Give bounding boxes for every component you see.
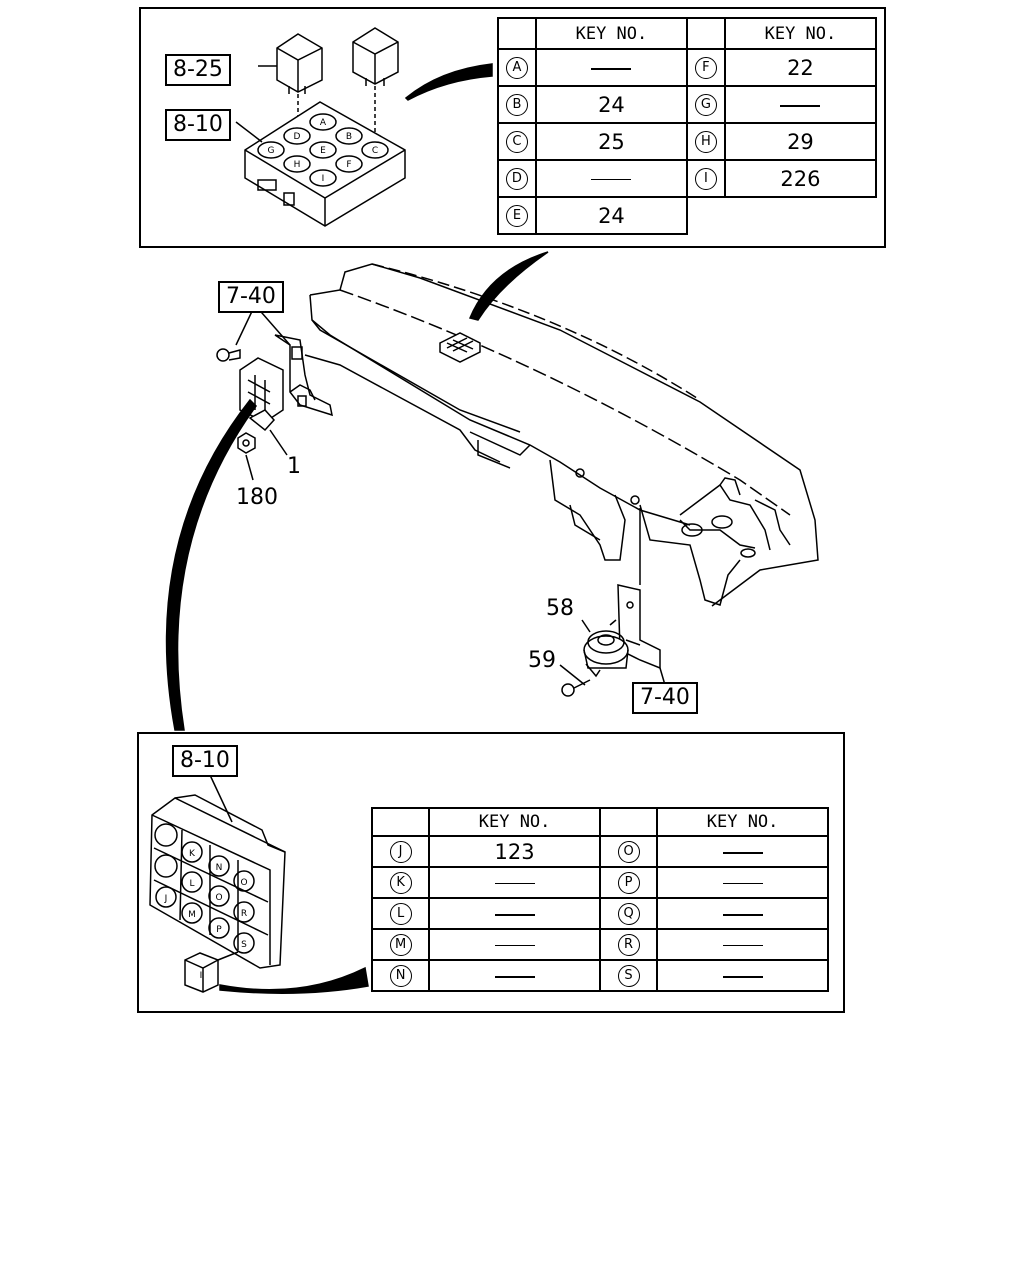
key-value-cell — [428, 959, 601, 992]
letter-circle: N — [389, 965, 412, 987]
relay-icon-right — [352, 27, 399, 86]
relay-icon-left — [276, 33, 323, 94]
svg-text:R: R — [241, 909, 247, 919]
letter-circle: O — [617, 841, 640, 863]
ref-8-10-bottom: 8-10 — [172, 745, 238, 777]
key-value-cell — [428, 897, 601, 930]
svg-text:F: F — [346, 160, 351, 170]
key-value-cell: 226 — [723, 159, 878, 198]
letter-circle: I — [694, 168, 717, 190]
part-59-label: 59 — [528, 648, 556, 673]
letter-circle: A — [505, 57, 528, 79]
svg-text:I: I — [322, 174, 325, 184]
letter-circle: G — [694, 94, 717, 116]
letter-circle: D — [505, 168, 528, 190]
part-180-label: 180 — [236, 485, 278, 510]
horn-bracket-assembly — [559, 508, 666, 697]
svg-text:O: O — [240, 878, 247, 888]
letter-circle: K — [389, 872, 412, 894]
bottom-detail-frame — [137, 732, 845, 1013]
left-bracket-assembly — [216, 304, 333, 481]
svg-text:M: M — [188, 910, 196, 920]
svg-text:P: P — [216, 925, 222, 935]
key-value-cell — [656, 835, 829, 868]
svg-text:D: D — [294, 132, 301, 142]
ref-8-25: 8-25 — [165, 54, 231, 86]
key-value-cell — [428, 866, 601, 899]
svg-text:O: O — [215, 893, 222, 903]
key-value-cell — [534, 159, 688, 198]
key-value-cell: 22 — [723, 48, 878, 87]
svg-text:A: A — [320, 118, 327, 128]
key-value-cell — [656, 959, 829, 992]
letter-circle: J — [389, 841, 412, 863]
key-table-top: KEY NO. KEY NO. A F 22 B 24 G C 25 H 29 … — [497, 17, 878, 235]
svg-text:E: E — [320, 146, 326, 156]
key-value-cell: 29 — [723, 122, 878, 161]
key-no-header: KEY NO. — [534, 17, 688, 50]
svg-text:S: S — [241, 940, 247, 950]
dashboard-assembly — [304, 263, 819, 607]
svg-text:K: K — [189, 849, 196, 859]
svg-text:L: L — [189, 879, 194, 889]
key-no-header: KEY NO. — [723, 17, 878, 50]
svg-text:H: H — [294, 160, 301, 170]
letter-circle: R — [617, 934, 640, 956]
key-value-cell — [428, 928, 601, 961]
letter-circle: L — [389, 903, 412, 925]
key-value-cell: 24 — [534, 85, 688, 124]
block-top-letter: G — [268, 146, 275, 156]
key-value-cell — [723, 85, 878, 124]
letter-circle: B — [505, 94, 528, 116]
letter-circle: H — [694, 131, 717, 153]
letter-circle: F — [694, 57, 717, 79]
key-value-cell: 25 — [534, 122, 688, 161]
relay-block-top — [244, 101, 406, 227]
letter-circle: Q — [617, 903, 640, 925]
ref-7-40-bottom: 7-40 — [632, 682, 698, 714]
letter-circle: S — [617, 965, 640, 987]
top-detail-frame — [139, 7, 886, 248]
relay-block-bottom — [149, 774, 286, 993]
key-table-bottom: KEY NO. KEY NO. J 123 O K P L Q M R N S — [370, 807, 829, 992]
ref-8-10-top: 8-10 — [165, 109, 231, 141]
key-value-cell — [656, 866, 829, 899]
key-no-header: KEY NO. — [656, 807, 829, 837]
key-value-cell: 24 — [534, 196, 688, 235]
svg-text:N: N — [216, 863, 223, 873]
svg-text:B: B — [346, 132, 352, 142]
part-1-label: 1 — [287, 454, 301, 479]
letter-circle: C — [505, 131, 528, 153]
part-58-label: 58 — [546, 596, 574, 621]
key-no-header: KEY NO. — [428, 807, 601, 837]
svg-text:J: J — [164, 894, 168, 904]
letter-circle: E — [505, 205, 528, 227]
svg-text:I: I — [200, 971, 203, 981]
svg-text:C: C — [372, 146, 378, 156]
key-value-cell — [534, 48, 688, 87]
ref-7-40-top: 7-40 — [218, 281, 284, 313]
letter-circle: M — [389, 934, 412, 956]
letter-circle: P — [617, 872, 640, 894]
key-value-cell — [656, 928, 829, 961]
key-value-cell: 123 — [428, 835, 601, 868]
key-value-cell — [656, 897, 829, 930]
